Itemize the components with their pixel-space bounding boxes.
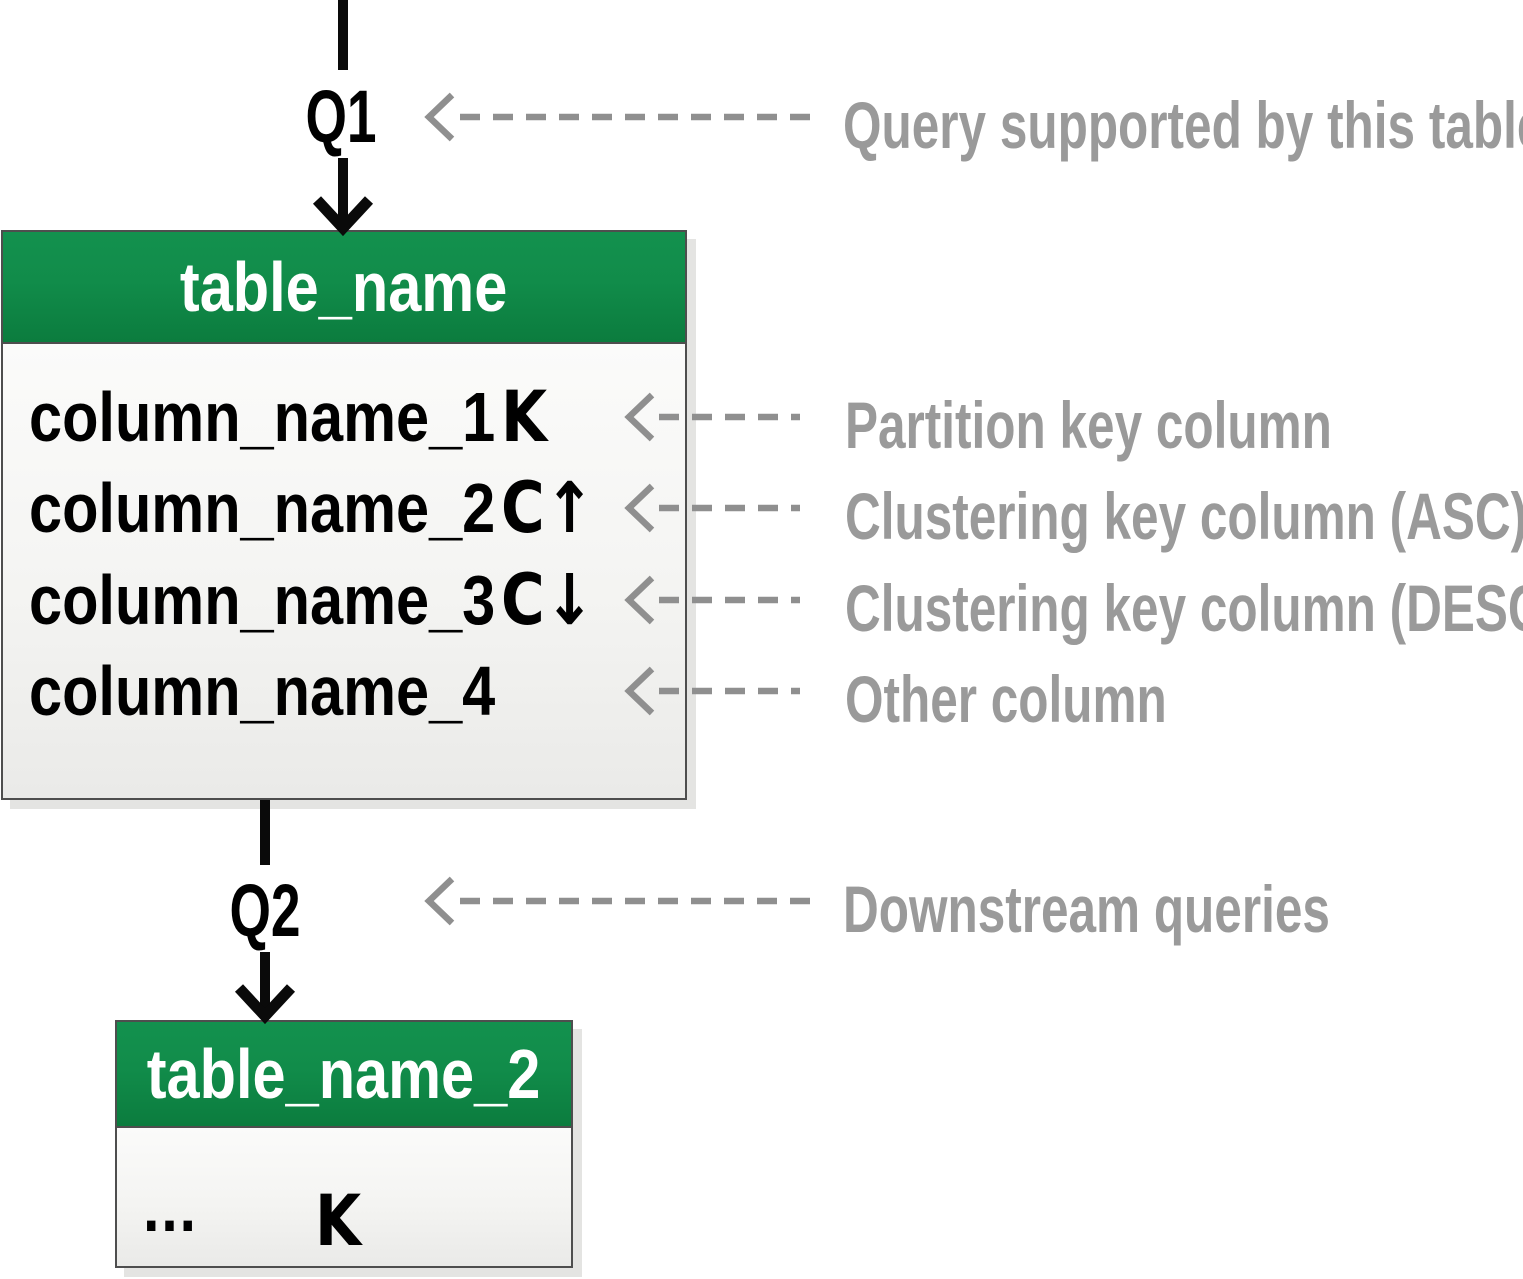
clustering-key-desc-symbol: C↓	[501, 559, 595, 641]
table1-body: column_name_1 K column_name_2 C↑ column_…	[3, 344, 685, 798]
table1-header: table_name	[3, 232, 685, 344]
table1-box: table_name column_name_1 K column_name_2…	[1, 230, 687, 800]
table2-header: table_name_2	[117, 1022, 571, 1128]
annotation-clustering-asc: Clustering key column (ASC)	[845, 479, 1523, 553]
query1-label: Q1	[305, 75, 377, 158]
column-name: column_name_4	[29, 652, 496, 730]
annotation-downstream-queries: Downstream queries	[843, 872, 1330, 946]
table-row: column_name_4	[3, 646, 685, 736]
table1-title: table_name	[180, 248, 508, 326]
dashed-arrow-left-icon	[424, 92, 814, 142]
table-row: column_name_3 C↓	[3, 555, 685, 645]
partition-key-symbol: K	[315, 1180, 362, 1262]
arrowhead-down-icon	[312, 196, 374, 237]
table2-body: ... K	[117, 1128, 571, 1266]
table-row: ... K	[117, 1168, 571, 1266]
table2-title: table_name_2	[147, 1035, 541, 1113]
column-name: column_name_1	[29, 378, 496, 456]
table-row: column_name_1 K	[3, 372, 685, 462]
table2-box: table_name_2 ... K	[115, 1020, 573, 1268]
annotation-other-column: Other column	[845, 662, 1167, 736]
table-row: column_name_2 C↑	[3, 463, 685, 553]
column-name: column_name_3	[29, 561, 496, 639]
ellipsis-columns: ...	[143, 1168, 198, 1246]
partition-key-symbol: K	[501, 376, 548, 458]
annotation-query-supported: Query supported by this table	[843, 88, 1523, 162]
arrowhead-down-icon	[234, 984, 296, 1025]
column-name: column_name_2	[29, 469, 496, 547]
query2-label: Q2	[229, 869, 301, 952]
annotation-partition-key: Partition key column	[845, 388, 1332, 462]
dashed-arrow-left-icon	[424, 876, 814, 926]
annotation-clustering-desc: Clustering key column (DESC)	[845, 571, 1523, 645]
clustering-key-asc-symbol: C↑	[501, 467, 595, 549]
